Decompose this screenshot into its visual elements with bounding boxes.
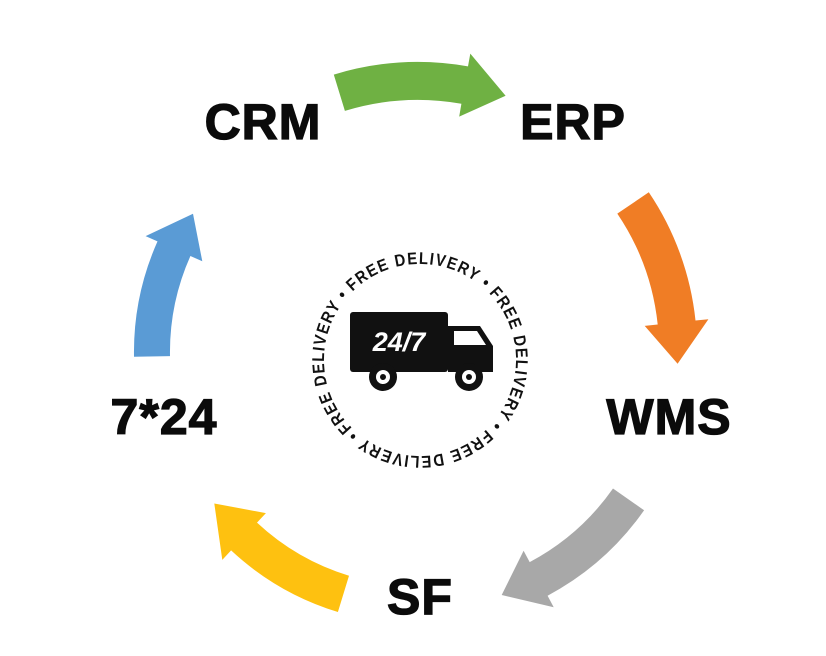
arrow-724-to-crm — [133, 213, 203, 357]
node-7x24: 7*24 — [110, 388, 218, 445]
node-sf: SF — [386, 568, 453, 625]
truck-front-wheel-hub — [466, 374, 472, 380]
arrow-wms-to-sf — [501, 488, 645, 608]
arrow-erp-to-wms — [617, 192, 709, 364]
truck-cargo-box — [350, 312, 448, 372]
truck-window — [454, 331, 486, 345]
node-wms: WMS — [606, 388, 732, 445]
arrow-crm-to-erp — [333, 53, 506, 117]
node-crm: CRM — [204, 93, 322, 150]
arrow-sf-to-724 — [214, 503, 349, 612]
free-delivery-badge: FREE DELIVERY • FREE DELIVERY • FREE DEL… — [309, 249, 530, 471]
truck-rear-wheel-hub — [380, 374, 386, 380]
delivery-truck-icon: 24/7 — [350, 312, 493, 391]
truck-24-7-label: 24/7 — [372, 327, 428, 357]
node-erp: ERP — [519, 93, 626, 150]
